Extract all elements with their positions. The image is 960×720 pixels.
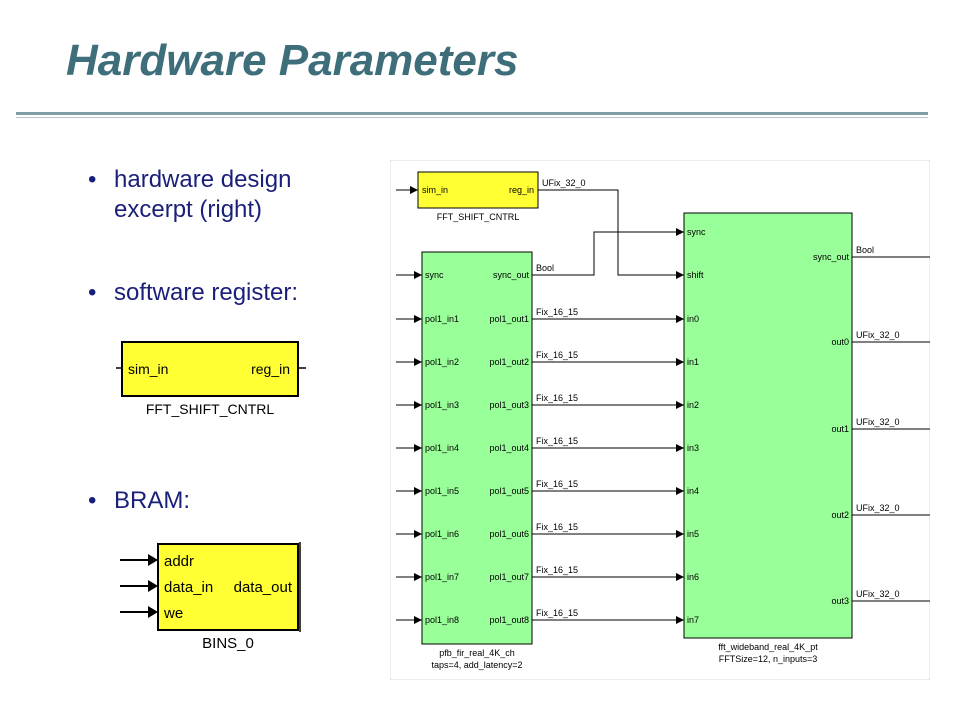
pfb-sync-to-fft-wire xyxy=(532,231,684,276)
bullet-dot: • xyxy=(88,487,97,514)
bullet-text-line1: hardware design xyxy=(114,166,292,193)
fft-input-port: in5 xyxy=(687,529,699,539)
pfb-output-type-label: Fix_16_15 xyxy=(536,479,578,489)
bullet-text: software register: xyxy=(114,279,299,306)
pfb-output-port: pol1_out5 xyxy=(489,486,529,496)
bullet-dot: • xyxy=(88,279,97,306)
shift-ctrl-type-label: UFix_32_0 xyxy=(542,178,586,188)
bullet-dot: • xyxy=(88,166,97,193)
pfb-sublabel: taps=4, add_latency=2 xyxy=(431,660,522,670)
pfb-output-type-label: Fix_16_15 xyxy=(536,350,578,360)
fft-input-port: shift xyxy=(687,270,704,280)
fft-input-port: in0 xyxy=(687,314,699,324)
pfb-output-type-label: Fix_16_15 xyxy=(536,436,578,446)
fft-output-port: out2 xyxy=(831,510,849,520)
pfb-input-arrow xyxy=(414,358,422,366)
shift-ctrl-block xyxy=(417,171,539,209)
bram-port-data-in: data_in xyxy=(164,579,213,596)
fft-output-type-label: Bool xyxy=(856,245,874,255)
pfb-input-arrow xyxy=(414,444,422,452)
pfb-output-port: pol1_out7 xyxy=(489,572,529,582)
fft-input-port: in2 xyxy=(687,400,699,410)
pfb-input-arrow xyxy=(414,487,422,495)
fft-output-type-label: UFix_32_0 xyxy=(856,589,900,599)
pfb-input-arrow xyxy=(414,530,422,538)
shift-ctrl-to-fft-wire xyxy=(538,189,684,276)
bram-port-we: we xyxy=(163,605,183,622)
fft-input-port: in3 xyxy=(687,443,699,453)
fft-output-port: sync_out xyxy=(813,252,850,262)
diagram-wires xyxy=(396,186,930,624)
fft-output-type-label: UFix_32_0 xyxy=(856,330,900,340)
fft-input-port: in4 xyxy=(687,486,699,496)
bram-block-figure: addr data_in we data_out BINS_0 xyxy=(120,542,301,652)
pfb-output-type-label: Fix_16_15 xyxy=(536,565,578,575)
pfb-output-port: pol1_out4 xyxy=(489,443,529,453)
fft-input-port: sync xyxy=(687,227,706,237)
register-block xyxy=(121,341,299,397)
pfb-input-arrow xyxy=(414,401,422,409)
pfb-input-port: pol1_in6 xyxy=(425,529,459,539)
bullet-text: BRAM: xyxy=(114,487,191,514)
pfb-block xyxy=(421,251,533,645)
bram-block xyxy=(157,543,299,631)
pfb-output-port: pol1_out2 xyxy=(489,357,529,367)
fft-output-port: out3 xyxy=(831,596,849,606)
pfb-input-arrow xyxy=(414,573,422,581)
pfb-input-arrow xyxy=(414,616,422,624)
pfb-input-port: pol1_in7 xyxy=(425,572,459,582)
shift-ctrl-port-sim-in: sim_in xyxy=(422,185,448,195)
pfb-output-type-label: Fix_16_15 xyxy=(536,393,578,403)
bullet-text-line2: excerpt (right) xyxy=(114,196,263,223)
pfb-input-port: pol1_in2 xyxy=(425,357,459,367)
pfb-output-port: pol1_out6 xyxy=(489,529,529,539)
shift-ctrl-port-reg-in: reg_in xyxy=(509,185,534,195)
diagram-blocks xyxy=(417,171,853,645)
pfb-input-port: pol1_in5 xyxy=(425,486,459,496)
bram-input-arrows xyxy=(120,554,158,618)
pfb-input-port: pol1_in8 xyxy=(425,615,459,625)
pfb-output-port: pol1_out3 xyxy=(489,400,529,410)
shift-ctrl-label: FFT_SHIFT_CNTRL xyxy=(437,212,520,222)
register-block-figure: sim_in reg_in FFT_SHIFT_CNTRL xyxy=(116,341,306,417)
register-port-sim-in: sim_in xyxy=(128,361,168,377)
pfb-input-port: pol1_in4 xyxy=(425,443,459,453)
pfb-label: pfb_fir_real_4K_ch xyxy=(439,648,515,658)
slide-title: Hardware Parameters xyxy=(66,36,519,85)
pfb-output-port: pol1_out8 xyxy=(489,615,529,625)
shift-ctrl-input-arrow xyxy=(410,186,418,194)
title-rule-thin xyxy=(16,117,928,118)
pfb-sync-type-label: Bool xyxy=(536,263,554,273)
pfb-output-type-label: Fix_16_15 xyxy=(536,522,578,532)
bram-block-label: BINS_0 xyxy=(202,635,254,652)
register-port-reg-in: reg_in xyxy=(251,361,290,377)
pfb-output-type-label: Fix_16_15 xyxy=(536,307,578,317)
fft-output-type-label: UFix_32_0 xyxy=(856,503,900,513)
pfb-input-port: pol1_in3 xyxy=(425,400,459,410)
title-rule xyxy=(16,112,928,115)
pfb-output-port: sync_out xyxy=(493,270,530,280)
pfb-input-arrow xyxy=(414,271,422,279)
fft-output-type-label: UFix_32_0 xyxy=(856,417,900,427)
fft-output-port: out0 xyxy=(831,337,849,347)
register-block-label: FFT_SHIFT_CNTRL xyxy=(146,401,275,417)
pfb-input-arrow xyxy=(414,315,422,323)
fft-output-port: out1 xyxy=(831,424,849,434)
fft-input-port: in1 xyxy=(687,357,699,367)
fft-sublabel: FFTSize=12, n_inputs=3 xyxy=(719,654,818,664)
fft-input-port: in7 xyxy=(687,615,699,625)
pfb-output-type-label: Fix_16_15 xyxy=(536,608,578,618)
pfb-input-port: pol1_in1 xyxy=(425,314,459,324)
fft-block xyxy=(683,212,853,639)
fft-input-port: in6 xyxy=(687,572,699,582)
bram-port-addr: addr xyxy=(164,553,194,570)
pfb-output-port: pol1_out1 xyxy=(489,314,529,324)
fft-label: fft_wideband_real_4K_pt xyxy=(718,642,818,652)
pfb-input-port: sync xyxy=(425,270,444,280)
bram-port-data-out: data_out xyxy=(234,579,293,596)
